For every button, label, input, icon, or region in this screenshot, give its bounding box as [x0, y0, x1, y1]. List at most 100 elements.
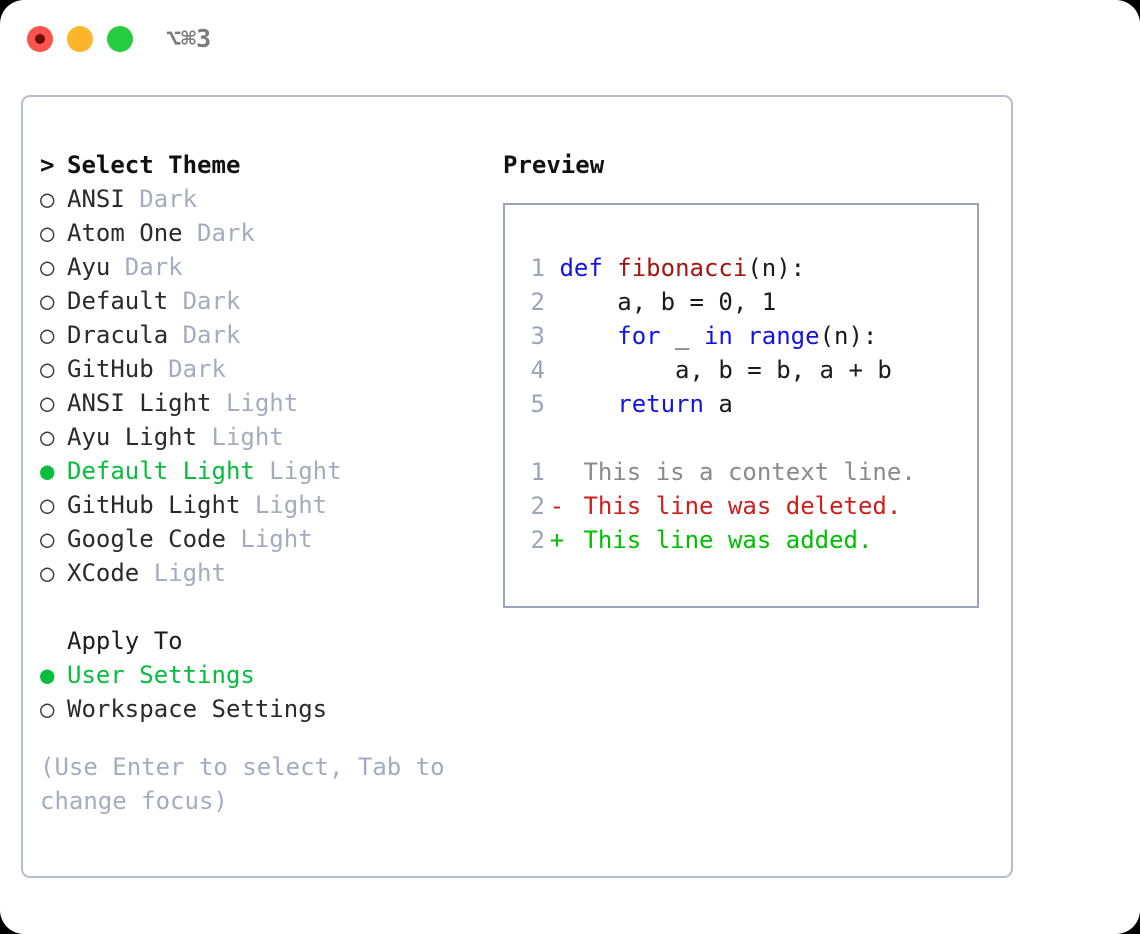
theme-option-label: XCode Light	[67, 559, 226, 587]
theme-option-label: ANSI Light Light	[67, 389, 299, 417]
radio-unselected-icon: ○	[40, 423, 55, 451]
theme-option-label: Default Dark	[67, 287, 241, 315]
apply-to-option-label: Workspace Settings	[67, 695, 328, 723]
diff-sign: +	[549, 526, 565, 554]
apply-to-option-label: User Settings	[67, 661, 255, 689]
theme-variant-tag: Dark	[197, 219, 255, 247]
radio-unselected-icon: ○	[40, 695, 55, 723]
code-line: 2 a, b = 0, 1	[523, 285, 916, 319]
theme-option-github-light[interactable]: ○GitHub Light Light	[40, 488, 490, 522]
line-number: 1	[530, 254, 545, 282]
code-indent	[545, 254, 559, 282]
diff-line-context: 1 This is a context line.	[523, 455, 916, 489]
radio-unselected-icon: ○	[40, 185, 55, 213]
line-number: 2	[530, 492, 545, 520]
code-line: 3 for _ in range(n):	[523, 319, 916, 353]
theme-option-atom-one[interactable]: ○ Atom One Dark	[40, 216, 490, 250]
preview-title: Preview	[503, 151, 605, 179]
radio-unselected-icon: ○	[40, 219, 55, 247]
theme-option-label: Ayu Dark	[67, 253, 183, 281]
apply-to-option-user-settings[interactable]: ● User Settings	[40, 658, 490, 692]
minimize-button[interactable]	[67, 26, 93, 52]
keyboard-hint-text: (Use Enter to select, Tab to change focu…	[40, 753, 460, 815]
theme-option-label: Google Code Light	[67, 525, 313, 553]
apply-to-option-list: ● User Settings ○ Workspace Settings	[40, 658, 490, 726]
select-theme-header: > Select Theme	[40, 148, 490, 182]
line-number: 3	[530, 322, 545, 350]
theme-option-label: Default Light Light	[67, 457, 342, 485]
theme-option-default[interactable]: ○ Default Dark	[40, 284, 490, 318]
code-token: return	[617, 390, 704, 418]
radio-unselected-icon: ○	[40, 253, 55, 281]
close-button[interactable]	[27, 26, 53, 52]
radio-unselected-icon: ○	[40, 287, 55, 315]
code-indent	[545, 322, 617, 350]
code-line: 5 return a	[523, 387, 916, 421]
line-number: 2	[530, 288, 545, 316]
window-titlebar: ⌥⌘3	[0, 0, 1140, 80]
code-token: def	[559, 254, 603, 282]
maximize-button[interactable]	[107, 26, 133, 52]
diff-line-added: 2+ This line was added.	[523, 523, 916, 557]
preview-column: Preview 1 def fibonacci(n):2 a, b = 0, 1…	[503, 148, 993, 608]
line-number: 5	[530, 390, 545, 418]
theme-selection-column: > Select Theme ○ANSI Dark○Atom One Dark○…	[40, 148, 490, 818]
radio-selected-icon: ●	[40, 457, 55, 485]
theme-variant-tag: Dark	[182, 287, 241, 315]
theme-variant-tag: Dark	[139, 185, 198, 213]
theme-option-label: Dracula Dark	[67, 321, 241, 349]
theme-option-xcode[interactable]: ○XCode Light	[40, 556, 490, 590]
radio-unselected-icon: ○	[40, 321, 55, 349]
code-token: in	[703, 322, 733, 350]
theme-option-label: ANSI Dark	[67, 185, 198, 213]
theme-variant-tag: Light	[211, 423, 284, 451]
diff-sign: -	[549, 492, 565, 520]
theme-option-ayu-light[interactable]: ○ Ayu Light Light	[40, 420, 490, 454]
code-token: (n):	[747, 254, 806, 282]
theme-option-dracula[interactable]: ○ Dracula Dark	[40, 318, 490, 352]
code-token	[603, 254, 617, 282]
code-blank-line	[523, 421, 916, 455]
keyboard-shortcut-label: ⌥⌘3	[166, 24, 212, 53]
prompt-caret-icon: >	[40, 151, 55, 179]
theme-option-ansi-light[interactable]: ○ANSI Light Light	[40, 386, 490, 420]
diff-line-deleted: 2- This line was deleted.	[523, 489, 916, 523]
apply-to-header: Apply To	[67, 627, 183, 655]
code-line: 4 a, b = b, a + b	[523, 353, 916, 387]
radio-unselected-icon: ○	[40, 525, 55, 553]
radio-selected-icon: ●	[40, 661, 55, 689]
theme-variant-tag: Dark	[168, 355, 226, 383]
theme-option-ansi[interactable]: ○ ANSI Dark	[40, 182, 490, 216]
theme-option-list: ○ ANSI Dark ○ Atom One Dark ○ Ayu Dark ○ Defaul…	[40, 182, 490, 590]
theme-option-google-code[interactable]: ○ Google Code Light	[40, 522, 490, 556]
theme-variant-tag: Dark	[182, 321, 241, 349]
apply-to-option-workspace-settings[interactable]: ○ Workspace Settings	[40, 692, 490, 726]
theme-option-ayu[interactable]: ○ Ayu Dark	[40, 250, 490, 284]
theme-variant-tag: Light	[225, 389, 299, 417]
theme-variant-tag: Light	[153, 559, 226, 587]
radio-unselected-icon: ○	[40, 491, 55, 519]
theme-option-github[interactable]: ○ GitHub Dark	[40, 352, 490, 386]
theme-option-default-light[interactable]: ● Default Light Light	[40, 454, 490, 488]
line-number: 4	[530, 356, 545, 384]
line-number: 2	[530, 526, 545, 554]
diff-text: This line was added.	[569, 526, 873, 554]
diff-text: This is a context line.	[569, 458, 916, 486]
radio-unselected-icon: ○	[40, 355, 55, 383]
code-token	[733, 322, 747, 350]
code-indent	[545, 390, 617, 418]
select-theme-title: Select Theme	[67, 151, 241, 179]
code-token: a, b = b, a + b	[675, 356, 892, 384]
section-spacer	[40, 590, 490, 624]
theme-option-label: Atom One Dark	[67, 219, 255, 247]
code-indent	[545, 288, 617, 316]
diff-text: This line was deleted.	[569, 492, 902, 520]
code-indent	[545, 356, 675, 384]
code-token: for	[617, 322, 661, 350]
theme-picker-panel: > Select Theme ○ANSI Dark○Atom One Dark○…	[21, 95, 1013, 878]
code-line: 1 def fibonacci(n):	[523, 251, 916, 285]
theme-option-label: Ayu Light Light	[67, 423, 284, 451]
theme-option-label: GitHub Dark	[67, 355, 226, 383]
